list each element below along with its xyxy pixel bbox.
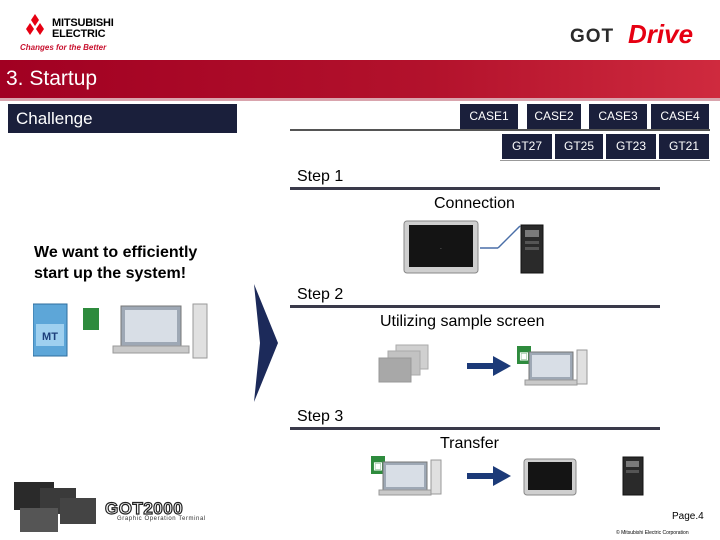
case-1-tab[interactable]: CASE1 — [460, 104, 518, 129]
challenge-text: We want to efficiently start up the syst… — [34, 242, 197, 284]
model-divider — [500, 160, 710, 161]
case-divider — [290, 129, 710, 131]
step-1-rule — [290, 187, 660, 190]
got-panels-collage-icon — [14, 482, 96, 532]
title-band: 3. Startup — [0, 60, 720, 98]
software-laptop-icon: ▣ — [517, 346, 588, 386]
step-1-caption: Connection — [434, 195, 515, 212]
got-drive-logo-drive: Drive — [628, 20, 693, 46]
right-arrow-icon — [467, 356, 511, 376]
plc-small-icon — [622, 456, 644, 496]
brand-line-2: ELECTRIC — [52, 28, 106, 40]
page-number: Page.4 — [672, 511, 704, 522]
svg-text:GOT2000: GOT2000 — [105, 499, 183, 518]
hmi-panel-icon: . — [403, 220, 479, 274]
step-2-caption: Utilizing sample screen — [380, 313, 545, 330]
brand-line-1: MITSUBISHI — [52, 17, 114, 29]
model-gt27: GT27 — [502, 134, 552, 159]
model-gt23: GT23 — [606, 134, 656, 159]
case-3-tab[interactable]: CASE3 — [589, 104, 647, 129]
got2000-logo: GOT2000 — [105, 498, 183, 518]
model-gt21: GT21 — [659, 134, 709, 159]
connection-cable-icon — [480, 225, 521, 249]
svg-text:▣: ▣ — [373, 461, 382, 472]
got-drive-logo: GOT Drive — [570, 20, 693, 46]
step-3-caption: Transfer — [440, 435, 499, 452]
svg-text:MT: MT — [42, 331, 58, 343]
software-laptop-icon-transfer: ▣ — [371, 456, 442, 496]
step-2-label: Step 2 — [297, 286, 344, 303]
brand-name: MITSUBISHI ELECTRIC — [52, 18, 114, 40]
case-2-tab[interactable]: CASE2 — [527, 104, 581, 129]
copyright: © Mitsubishi Electric Corporation — [616, 530, 689, 536]
mitsubishi-diamonds-icon — [26, 14, 44, 35]
challenge-label: Challenge — [16, 109, 93, 128]
hmi-panel-small-icon — [523, 458, 577, 496]
challenge-text-line-2: start up the system! — [34, 265, 187, 282]
got2000-subtitle: Graphic Operation Terminal — [117, 516, 206, 522]
case-4-tab[interactable]: CASE4 — [651, 104, 709, 129]
plc-icon — [520, 224, 544, 274]
got-drive-logo-got: GOT — [570, 26, 614, 46]
screen-stack-icon — [378, 344, 429, 383]
transfer-arrow-icon — [467, 466, 511, 486]
software-box-laptop-icon: MT — [33, 303, 208, 359]
step-1-label: Step 1 — [297, 168, 344, 185]
step-3-label: Step 3 — [297, 408, 344, 425]
big-right-arrow-icon — [254, 284, 278, 402]
title-underline — [0, 98, 720, 101]
svg-text:▣: ▣ — [519, 351, 528, 362]
challenge-text-line-1: We want to efficiently — [34, 244, 198, 261]
page-title: 3. Startup — [6, 67, 98, 90]
tagline: Changes for the Better — [20, 43, 107, 52]
step-2-rule — [290, 305, 660, 308]
step-3-rule — [290, 427, 660, 430]
svg-text:.: . — [440, 245, 441, 251]
challenge-header: Challenge — [8, 104, 237, 133]
model-gt25: GT25 — [555, 134, 603, 159]
